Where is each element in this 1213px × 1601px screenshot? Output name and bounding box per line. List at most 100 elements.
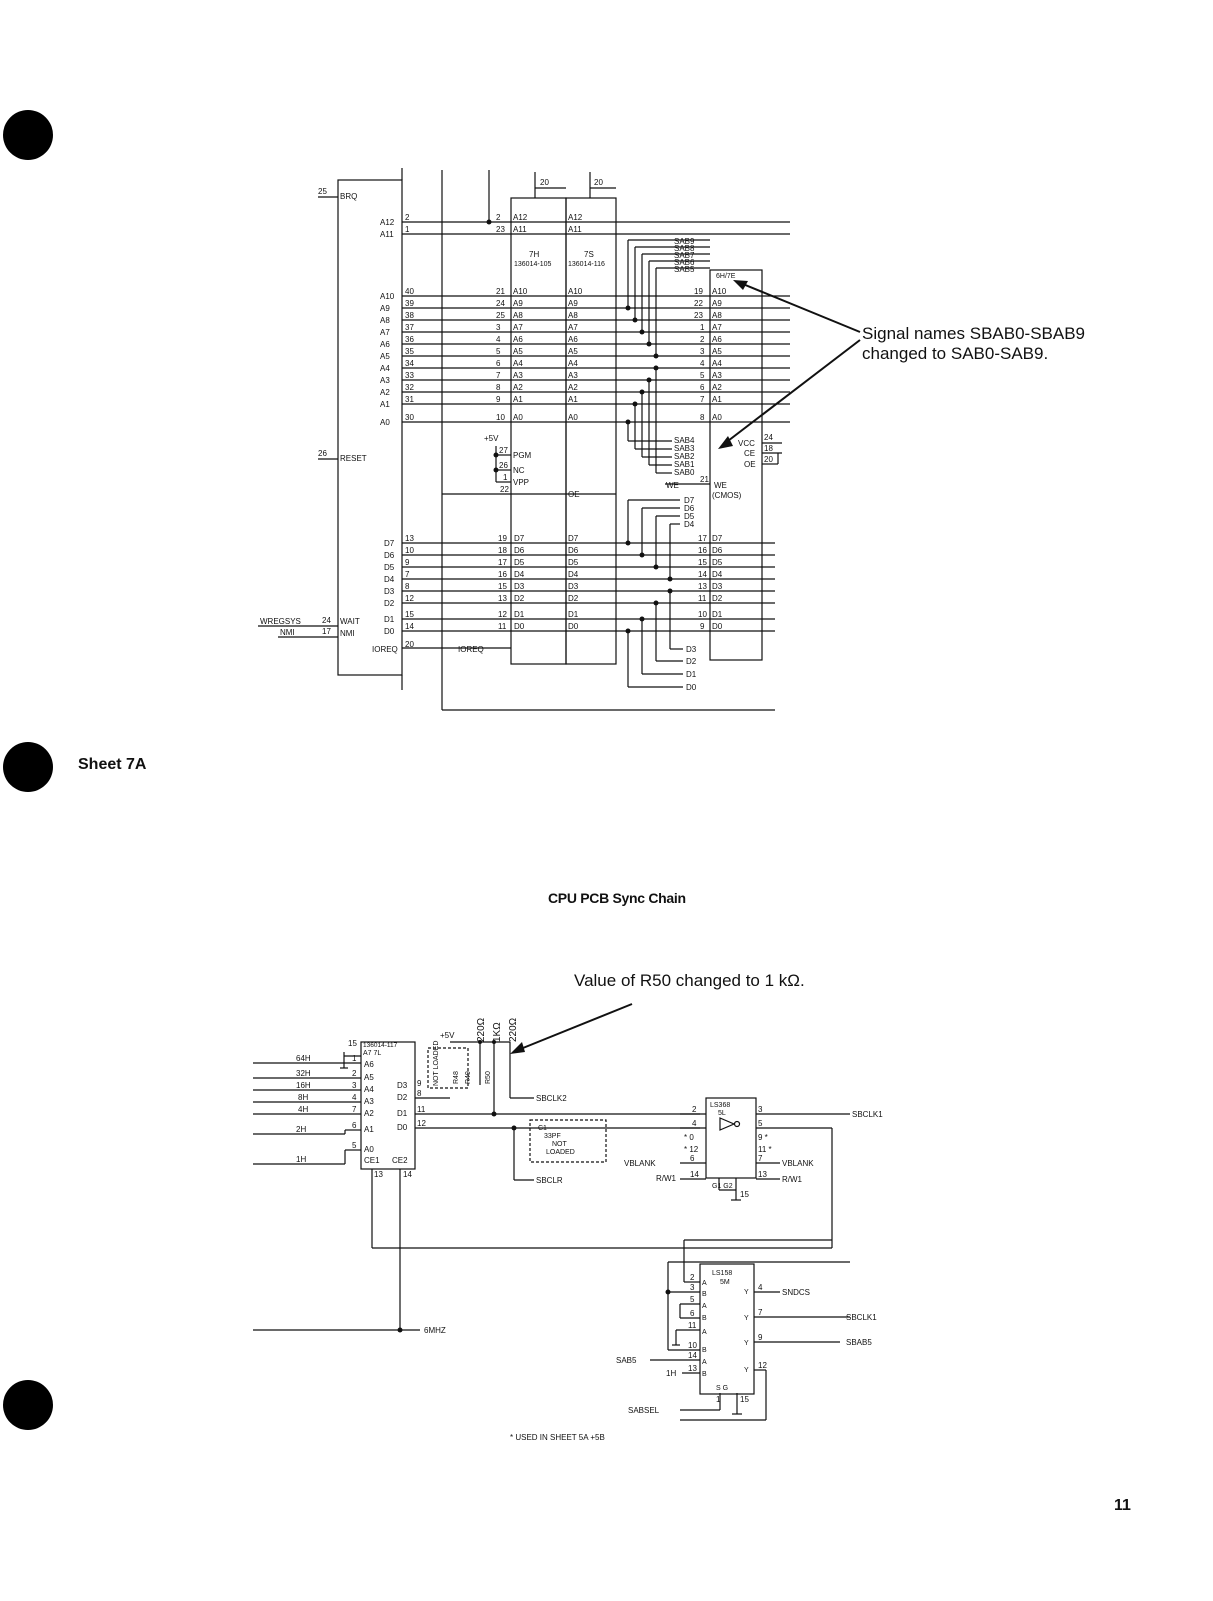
sbclr-label: SBCLR (536, 1176, 563, 1185)
ram-addr-pin: 22 (694, 299, 703, 308)
r48-value: 220Ω (476, 1017, 487, 1042)
chip-5m-a: A (702, 1280, 707, 1287)
ram-ce: CE (744, 449, 755, 458)
addr-label: A2 (380, 388, 390, 397)
data-label: D7 (384, 539, 395, 548)
chip-7l-addr: A6 (364, 1060, 374, 1069)
pin-26-rom: 26 (499, 461, 508, 470)
rom7h-addr: A8 (513, 311, 523, 320)
data-fan-label: D5 (684, 512, 695, 521)
cap-c1: C1 (538, 1125, 547, 1132)
cpu-addr-pin: 30 (405, 413, 414, 422)
chip-7l-pin: 6 (352, 1121, 357, 1130)
chip-5m-a: A (702, 1329, 707, 1336)
chip-5m-y: Y (744, 1289, 749, 1296)
chip-7l-out: D1 (397, 1109, 408, 1118)
chip-7l-ce: CE2 (392, 1156, 408, 1165)
ram-addr-pin: 8 (700, 413, 705, 422)
rom-data-pin: 19 (498, 534, 507, 543)
rom7s-vcc-pin: 20 (594, 178, 603, 187)
pin-1-rom: 1 (503, 473, 508, 482)
rom-addr-pin: 24 (496, 299, 505, 308)
cpu-addr-pin: 39 (405, 299, 414, 308)
rom-data-pin: 13 (498, 594, 507, 603)
reset-label: RESET (340, 454, 367, 463)
ram-addr: A5 (712, 347, 722, 356)
chip-7l-addr: A1 (364, 1125, 374, 1134)
one-h-label: 1H (666, 1369, 676, 1378)
addr-label: A3 (380, 376, 390, 385)
chip-5m-pin: 3 (690, 1283, 695, 1292)
pin-17-nmi: 17 (322, 627, 331, 636)
cap-not: NOT (552, 1141, 568, 1148)
rom7s-data: D4 (568, 570, 579, 579)
rom7h-addr: A12 (513, 213, 528, 222)
cpu-data-pin: 13 (405, 534, 414, 543)
chip-7l-out-pin: 11 (417, 1105, 426, 1114)
chip-5l-g: G1 G2 (712, 1183, 733, 1190)
rom-addr-pin: 25 (496, 311, 505, 320)
chip-5m-y: Y (744, 1340, 749, 1347)
input-label: 32H (296, 1069, 311, 1078)
sab-label: SAB7 (674, 251, 695, 260)
cpu-addr-pin: 33 (405, 371, 414, 380)
chip-5m-pin: 13 (688, 1364, 697, 1373)
rom7s-addr: A9 (568, 299, 578, 308)
chip-7s-id: 7S (584, 250, 594, 259)
rom-data-pin: 18 (498, 546, 507, 555)
rw1-out: R/W1 (782, 1175, 803, 1184)
data-label: D1 (384, 615, 395, 624)
ram-data: D0 (712, 622, 723, 631)
ram-addr: A6 (712, 335, 722, 344)
rom7h-addr: A0 (513, 413, 523, 422)
ram-chip-id: 6H/7E (716, 273, 736, 280)
data-fan-label: D0 (686, 683, 697, 692)
chip-7l-addr: A0 (364, 1145, 374, 1154)
rom7h-addr: A6 (513, 335, 523, 344)
rom7s-addr: A10 (568, 287, 583, 296)
chip-5l-star-pin: * 12 (684, 1145, 699, 1154)
rom-addr-pin: 2 (496, 213, 501, 222)
chip-5m-a: A (702, 1303, 707, 1310)
ram-vcc: VCC (738, 439, 755, 448)
ram-addr: A2 (712, 383, 722, 392)
rom7s-data: D1 (568, 610, 579, 619)
chip-7l-part: 136014-117 (363, 1042, 398, 1049)
ram-addr-pin: 5 (700, 371, 705, 380)
chip-5m-pin: 14 (688, 1351, 697, 1360)
chip-7l-addr: A2 (364, 1109, 374, 1118)
cpu-data-pin: 9 (405, 558, 410, 567)
nc-label: NC (513, 466, 525, 475)
rom-addr-pin: 8 (496, 383, 501, 392)
cap-value: 33PF (544, 1133, 561, 1140)
chip-7l-pin: 3 (352, 1081, 357, 1090)
callout-r50: Value of R50 changed to 1 kΩ. (574, 971, 805, 990)
chip-5l-pin: 6 (690, 1154, 695, 1163)
cpu-addr-pin: 38 (405, 311, 414, 320)
oe-label: OE (568, 490, 580, 499)
not-loaded-box (427, 1047, 469, 1089)
ram-data-pin: 14 (698, 570, 707, 579)
chip-7l-out: D3 (397, 1081, 408, 1090)
rom7s-addr: A4 (568, 359, 578, 368)
data-fan-label: D4 (684, 520, 695, 529)
chip-7l-out-pin: 9 (417, 1079, 422, 1088)
pgm-label: PGM (513, 451, 532, 460)
ram-oe: OE (744, 460, 756, 469)
r50-value: 1KΩ (492, 1022, 503, 1042)
callout-signal-names-line1: Signal names SBAB0-SBAB9 (862, 324, 1086, 343)
vblank-in: VBLANK (624, 1159, 656, 1168)
punch-hole-middle (3, 742, 53, 792)
sbclk1-out: SBCLK1 (852, 1110, 883, 1119)
ram-data: D3 (712, 582, 723, 591)
rom7s-addr: A7 (568, 323, 578, 332)
chip-5m-y: Y (744, 1315, 749, 1322)
chip-5l-star-pin: 11 * (758, 1145, 772, 1154)
chip-7l-out-pin: 12 (417, 1119, 426, 1128)
chip-7h-id: 7H (529, 250, 539, 259)
chip-5m-pin: 10 (688, 1341, 697, 1350)
sabsel-label: SABSEL (628, 1406, 660, 1415)
addr-label: A11 (380, 230, 394, 239)
chip-7l-addr: A3 (364, 1097, 374, 1106)
